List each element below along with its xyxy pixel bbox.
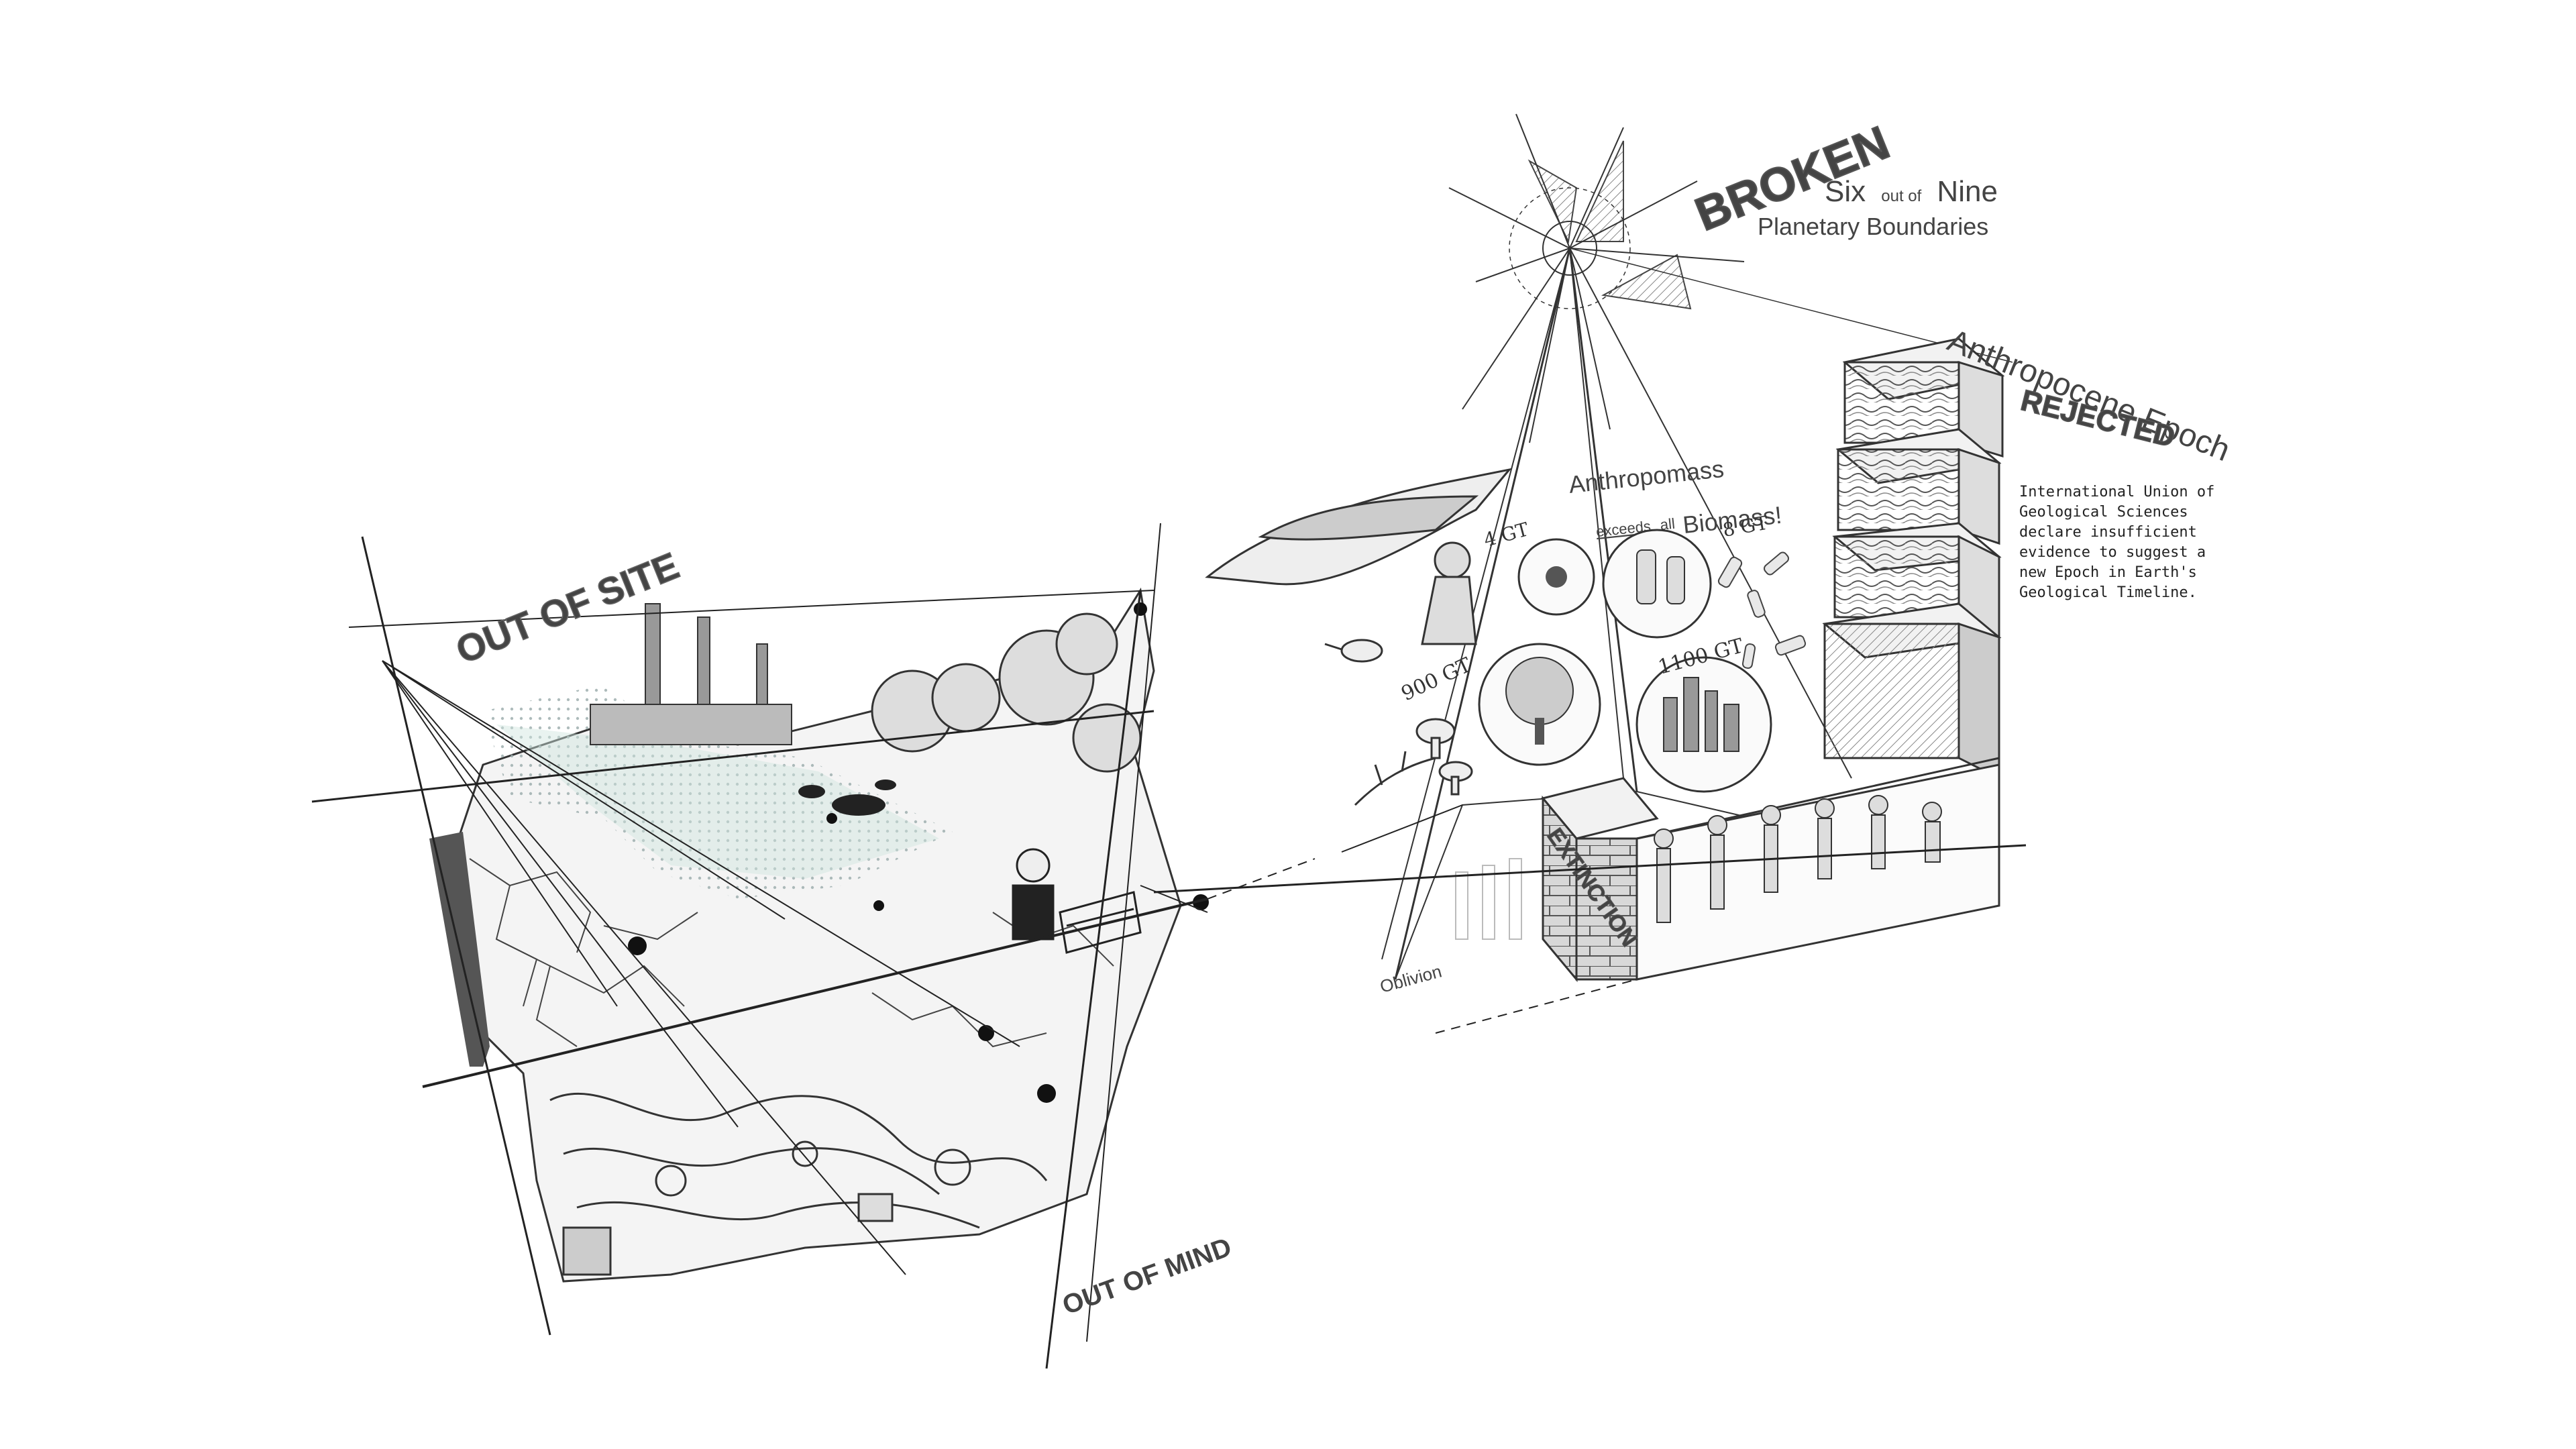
note-line: Geological Sciences bbox=[2019, 504, 2188, 521]
city-skyline-icon bbox=[1663, 677, 1739, 752]
bottles-circle bbox=[1602, 529, 1712, 639]
gt-4-label: 4 GT bbox=[1481, 518, 1531, 551]
strata-cube-stack bbox=[1822, 337, 2005, 780]
fading-figures bbox=[1455, 858, 1522, 940]
tree-cluster bbox=[871, 612, 1142, 773]
planetary-boundaries-label: Planetary Boundaries bbox=[1758, 213, 1988, 240]
tree-circle bbox=[1478, 643, 1601, 766]
planetary-boundaries-wheel bbox=[1381, 113, 2013, 960]
meadow-tint bbox=[496, 724, 939, 879]
evolution-figures bbox=[1654, 795, 1942, 923]
note-line: International Union of bbox=[2019, 484, 2214, 500]
scattered-bottles bbox=[1717, 551, 1807, 669]
bee-circle bbox=[1517, 538, 1595, 616]
twig-icon bbox=[1354, 751, 1436, 806]
whale-icon bbox=[1205, 468, 1512, 586]
mushroom-icon bbox=[1415, 718, 1473, 796]
note-line: Geological Timeline. bbox=[2019, 584, 2197, 601]
note-line: declare insufficient bbox=[2019, 524, 2197, 541]
chimp-icon bbox=[1421, 541, 1477, 645]
left-landscape-panel: OUT OF SITE OUT OF MIND bbox=[311, 523, 1236, 1369]
guide-lines bbox=[1153, 804, 2027, 1034]
bottle-icon bbox=[1666, 556, 1685, 604]
bird-icon bbox=[1324, 639, 1383, 663]
iugs-note: International Union of Geological Scienc… bbox=[2019, 484, 2214, 601]
factory-chimneys-icon bbox=[590, 603, 792, 745]
bottle-icon bbox=[1636, 549, 1656, 604]
note-line: new Epoch in Earth's bbox=[2019, 564, 2197, 581]
right-diagram-panel: BROKEN Six out of Nine Planetary Boundar… bbox=[1153, 113, 2235, 1034]
bee-icon bbox=[1546, 566, 1567, 588]
out-of-mind-label: OUT OF MIND bbox=[1059, 1232, 1236, 1321]
city-circle bbox=[1635, 656, 1772, 793]
oblivion-label: Oblivion bbox=[1378, 961, 1444, 997]
six-label: Six out of Nine bbox=[1825, 175, 1998, 208]
junk-pile bbox=[549, 1092, 1048, 1276]
dark-pools bbox=[798, 780, 896, 816]
perspective-lines bbox=[311, 523, 1208, 1369]
tree-icon bbox=[1505, 657, 1574, 725]
note-line: evidence to suggest a bbox=[2019, 544, 2206, 561]
